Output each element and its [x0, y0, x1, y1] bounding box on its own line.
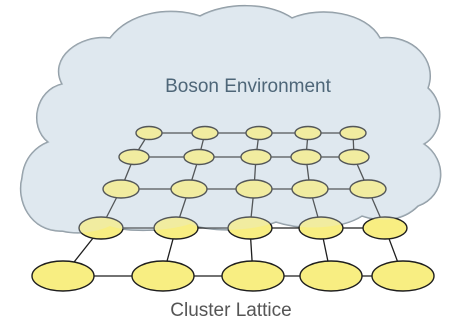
- lattice-node: [170, 179, 208, 199]
- lattice-node: [290, 148, 322, 166]
- lattice-node: [191, 125, 219, 141]
- lattice-node: [299, 260, 363, 292]
- lattice-node: [294, 125, 322, 141]
- lattice-node: [31, 260, 95, 292]
- lattice-node: [349, 179, 387, 199]
- boson-environment-overlay: [20, 5, 441, 233]
- lattice-node: [135, 125, 163, 141]
- lattice-node: [339, 125, 367, 141]
- lattice-node: [298, 216, 344, 240]
- lattice-node: [371, 260, 435, 292]
- lattice-node: [227, 216, 273, 240]
- environment-label: Boson Environment: [165, 76, 331, 97]
- lattice-node: [338, 148, 370, 166]
- lattice-node: [240, 148, 272, 166]
- lattice-node: [131, 260, 195, 292]
- lattice-node: [362, 216, 408, 240]
- lattice-label: Cluster Lattice: [170, 300, 292, 321]
- lattice-node: [235, 179, 273, 199]
- lattice-nodes: [31, 125, 435, 292]
- lattice-node: [78, 216, 124, 240]
- lattice-node: [221, 260, 285, 292]
- lattice-node: [291, 179, 329, 199]
- lattice-node: [153, 216, 199, 240]
- lattice-node: [183, 148, 215, 166]
- lattice-node: [118, 148, 150, 166]
- lattice-node: [245, 125, 273, 141]
- lattice-node: [102, 179, 140, 199]
